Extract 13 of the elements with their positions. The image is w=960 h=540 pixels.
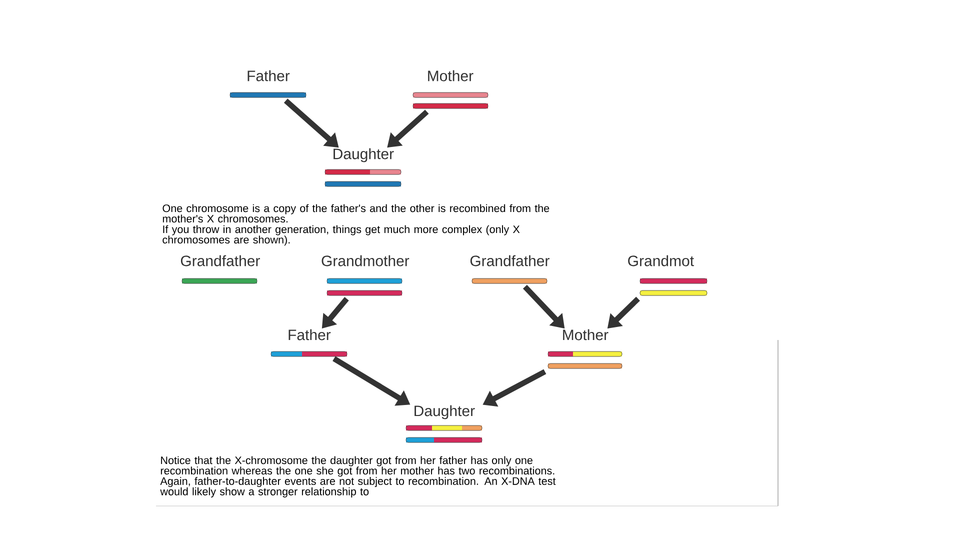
person-label: Daughter [414, 405, 475, 420]
note-text: If you throw in another generation, things get much more complex (only X chromosomes are shown). [162, 225, 520, 246]
person-label: Mother [563, 329, 608, 340]
person-label: Father [248, 70, 290, 82]
person-label: Grandmot [628, 255, 694, 266]
person-label: Grandfather [470, 255, 550, 266]
person-label: Grandmother [322, 255, 410, 266]
note-text: Notice that the X-chromosome the daughter got from her father has only one recombination whereas the one she got from her mother has two recombinations. Again, father-to-daughter events are not subject to recombination. An X-DNA test would likely show a stronger relationship to [160, 456, 556, 498]
person-label: Father [288, 329, 331, 340]
person-label: Grandfather [180, 255, 260, 266]
person-label: Daughter [334, 148, 394, 162]
person-label: Mother [428, 70, 474, 82]
note-text: One chromosome is a copy of the father's and the other is recombined from the mother's X chromosomes. [162, 204, 550, 223]
